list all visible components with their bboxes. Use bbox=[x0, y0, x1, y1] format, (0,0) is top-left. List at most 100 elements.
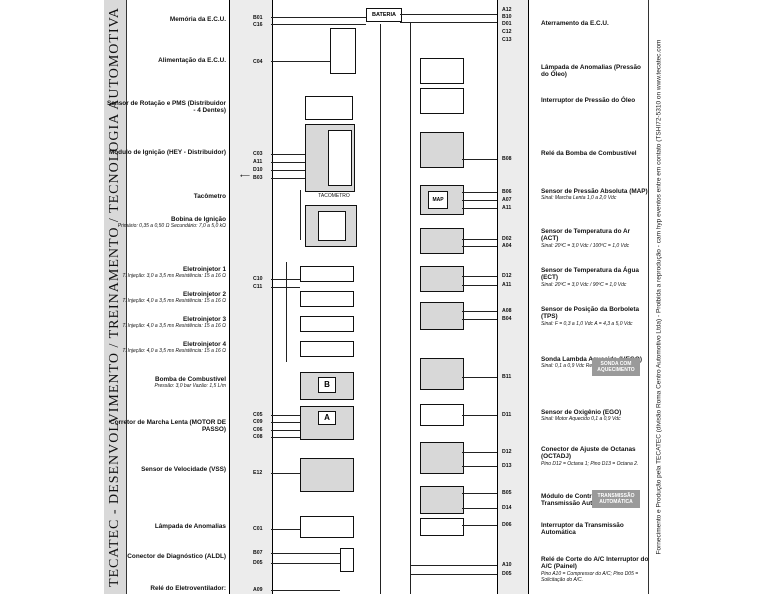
pin-right: A04 bbox=[502, 243, 512, 249]
pin-right: D12 bbox=[502, 449, 512, 455]
label-ecu-memory: Memória da E.C.U. bbox=[169, 16, 226, 23]
badge-automatic-transmission: TRANSMISSÃO AUTOMÁTICA bbox=[592, 490, 640, 508]
pin-right: B10 bbox=[502, 14, 512, 20]
battery: BATERIA bbox=[366, 8, 402, 22]
wire bbox=[271, 178, 305, 179]
pin-left: A09 bbox=[253, 587, 263, 593]
pin-right: B06 bbox=[502, 189, 512, 195]
wire bbox=[271, 279, 300, 280]
label-tps-sensor: Sensor de Posição da Borboleta (TPS)Sina… bbox=[541, 306, 640, 327]
label-rpm-sensor: Sensor de Rotação e PMS (Distribuidor - … bbox=[107, 100, 226, 115]
pin-left: D05 bbox=[253, 560, 263, 566]
pin-right: B04 bbox=[502, 316, 512, 322]
wire bbox=[271, 287, 300, 288]
label-transmission-switch: Interruptor da Transmissão Automática bbox=[541, 522, 624, 537]
wire bbox=[271, 17, 366, 18]
injector-2-component bbox=[300, 291, 354, 307]
pin-right: C13 bbox=[502, 37, 512, 43]
wire bbox=[410, 22, 411, 594]
pin-left: B01 bbox=[253, 15, 263, 21]
wire bbox=[462, 319, 497, 320]
tps-sensor-component bbox=[420, 302, 464, 330]
pin-right: D05 bbox=[502, 571, 512, 577]
ignition-module-core bbox=[328, 130, 352, 186]
wire bbox=[271, 422, 300, 423]
wire bbox=[271, 590, 340, 591]
rpm-sensor-component bbox=[305, 96, 353, 120]
wire bbox=[271, 553, 340, 554]
wire bbox=[462, 239, 497, 240]
wire bbox=[462, 159, 497, 160]
wire bbox=[462, 377, 497, 378]
pin-left: C16 bbox=[253, 22, 263, 28]
wire bbox=[462, 285, 497, 286]
wire bbox=[271, 437, 300, 438]
wire bbox=[380, 24, 381, 594]
pin-right: C12 bbox=[502, 29, 512, 35]
wire bbox=[462, 311, 497, 312]
pin-left: D10 bbox=[253, 167, 263, 173]
label-malfunction-lamp: Lâmpada de Anomalias bbox=[154, 523, 226, 530]
wire bbox=[400, 14, 497, 15]
wire bbox=[286, 262, 287, 362]
pin-right: A07 bbox=[502, 197, 512, 203]
label-act-sensor: Sensor de Temperatura do Ar (ACT)Sinal: … bbox=[541, 228, 631, 249]
idle-motor-symbol: A bbox=[318, 411, 336, 425]
pin-left: C08 bbox=[253, 434, 263, 440]
left-brand-strip: TECATEC - DESENVOLVIMENTO / TREINAMENTO … bbox=[104, 0, 127, 594]
arrow-left-icon: ⟵ bbox=[240, 173, 251, 180]
wire bbox=[462, 452, 497, 453]
right-vertical-text: Fornecimento e Produção pela TECATEC (di… bbox=[655, 39, 663, 555]
wire bbox=[462, 246, 497, 247]
tachometer-label: TACOMETRO bbox=[318, 193, 350, 199]
fuel-pump-symbol: B bbox=[318, 377, 336, 393]
wire bbox=[271, 430, 300, 431]
label-fan-relay: Relé do Eletroventilador: bbox=[150, 585, 226, 592]
label-tachometer: Tacômetro bbox=[193, 193, 226, 200]
label-oil-switch: Interruptor de Pressão do Óleo bbox=[541, 97, 636, 104]
wire bbox=[271, 473, 300, 474]
pin-right: D02 bbox=[502, 236, 512, 242]
map-symbol: MAP bbox=[428, 191, 448, 209]
pin-right: D13 bbox=[502, 463, 512, 469]
wire bbox=[462, 276, 497, 277]
wire bbox=[271, 415, 300, 416]
pin-left: C03 bbox=[253, 151, 263, 157]
injector-3-component bbox=[300, 316, 354, 332]
pin-left: C06 bbox=[253, 427, 263, 433]
ecu-connector-right bbox=[497, 0, 529, 594]
label-speed-sensor: Sensor de Velocidade (VSS) bbox=[141, 466, 226, 473]
fuse-block bbox=[330, 28, 356, 74]
ecu-connector-left bbox=[229, 0, 273, 594]
transmission-switch-component bbox=[420, 518, 464, 536]
malfunction-lamp-component bbox=[300, 516, 354, 538]
pin-right: A11 bbox=[502, 205, 512, 211]
act-sensor-component bbox=[420, 228, 464, 254]
pin-left: C04 bbox=[253, 59, 263, 65]
pin-right: D06 bbox=[502, 522, 512, 528]
pin-left: A11 bbox=[253, 159, 263, 165]
label-ignition-module: Módulo de Ignição (HEY - Distribuidor) bbox=[108, 149, 226, 156]
label-idle-corrector: Corretor de Marcha Lenta (MOTOR DE PASSO… bbox=[110, 419, 226, 434]
octane-connector-component bbox=[420, 442, 464, 474]
wire bbox=[271, 170, 305, 171]
badge-heated-probe: SONDA COM AQUECIMENTO bbox=[592, 358, 640, 376]
wire bbox=[410, 565, 497, 566]
pin-right: A11 bbox=[502, 282, 512, 288]
pin-left: C11 bbox=[253, 284, 263, 290]
pin-left: E12 bbox=[253, 470, 263, 476]
wire bbox=[462, 493, 497, 494]
wire bbox=[462, 508, 497, 509]
right-credit-strip: Fornecimento e Produção pela TECATEC (di… bbox=[648, 0, 669, 594]
label-oil-lamp: Lâmpada de Anomalias (Pressão do Óleo) bbox=[541, 64, 641, 79]
wire bbox=[462, 525, 497, 526]
transmission-module-component bbox=[420, 486, 464, 514]
label-fuel-pump-relay: Relé da Bomba de Combustível bbox=[541, 150, 637, 157]
wire bbox=[400, 22, 497, 23]
pin-left: B03 bbox=[253, 175, 263, 181]
wire bbox=[271, 162, 305, 163]
